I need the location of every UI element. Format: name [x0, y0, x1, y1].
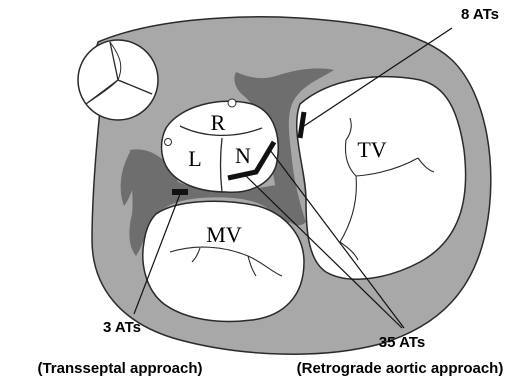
aortic-cusp-right-label: R: [211, 110, 226, 135]
annotation-8ats-count: 8 ATs: [461, 6, 499, 23]
aortic-cusp-noncoronary-label: N: [235, 143, 251, 168]
annotation-3ats-approach: (Transseptal approach): [37, 360, 202, 377]
annotation-35ats-count: 35 ATs: [379, 334, 425, 351]
pulmonary-valve: [78, 40, 158, 120]
mitral-valve: [143, 201, 304, 321]
aortic-cusp-left-label: L: [188, 146, 201, 171]
annotation-35ats-approach: (Retrograde aortic approach): [297, 360, 504, 377]
mitral-valve-label: MV: [206, 222, 242, 247]
annotation-3ats-count: 3 ATs: [103, 319, 141, 336]
tricuspid-valve-label: TV: [357, 137, 386, 162]
